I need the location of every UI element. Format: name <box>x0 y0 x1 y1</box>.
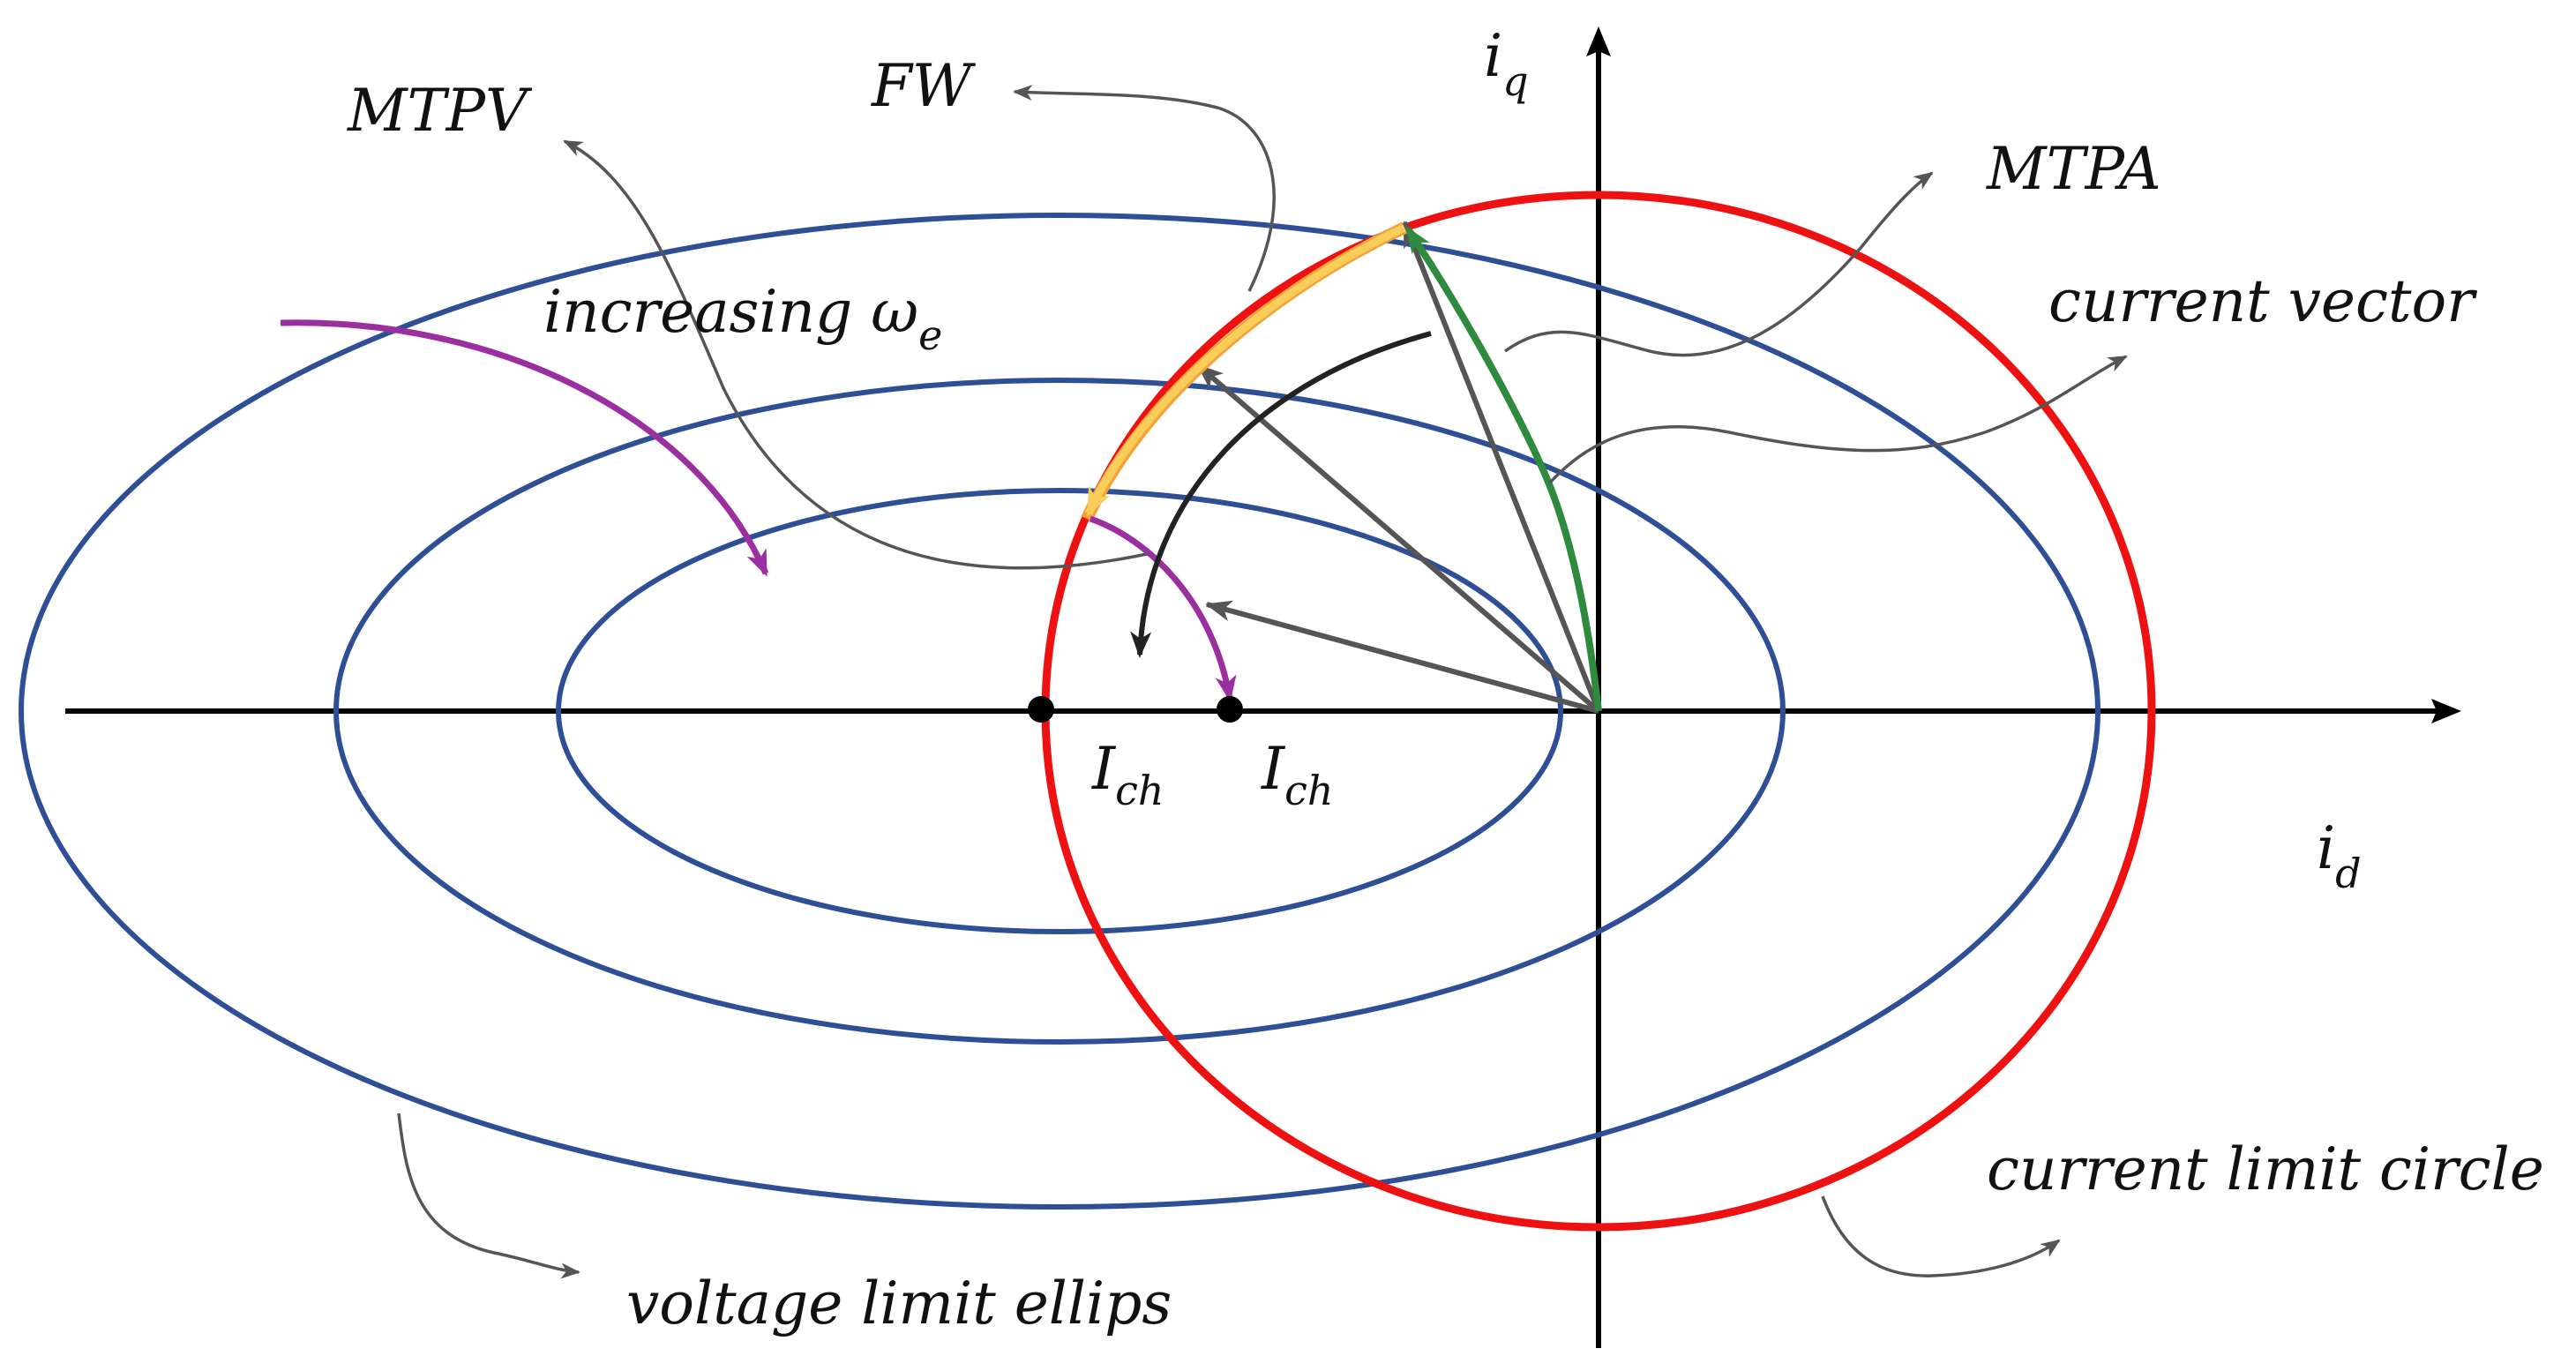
mtpa-leader <box>1503 171 1934 357</box>
mtpv-trajectory <box>1089 515 1237 702</box>
iq-axis-label: iq <box>1484 22 1529 105</box>
mtpv-label: MTPV <box>347 77 533 145</box>
increasing-speed-arrow <box>280 319 769 577</box>
rotation-arrow <box>1130 331 1432 658</box>
current-vector-leader <box>1547 355 2128 485</box>
voltage-limit-ellipse-middle <box>333 378 1786 1045</box>
current-vector-3 <box>1205 600 1599 714</box>
ich-point-2 <box>1217 696 1243 723</box>
current-limit-leader <box>1821 1195 2061 1277</box>
current-vector-1 <box>1402 221 1601 713</box>
voltage-limit-ellipse-outer <box>19 213 2100 1210</box>
increasing-speed-label: increasing ωe <box>543 278 942 359</box>
fw-label: FW <box>871 52 977 120</box>
current-limit-label: current limit circle <box>1987 1135 2544 1203</box>
voltage-limit-ellipse-inner <box>556 488 1563 934</box>
mtpv-leader <box>563 139 1148 570</box>
mtpa-label: MTPA <box>1986 135 2161 203</box>
current-vector-2 <box>1196 363 1600 714</box>
id-axis-arrowhead <box>2431 699 2461 723</box>
ich-label-1: Ich <box>1091 735 1164 814</box>
ich-label-2: Ich <box>1261 735 1333 814</box>
fw-trajectory-highlight <box>1084 223 1406 517</box>
fw-trajectory <box>1081 221 1407 521</box>
voltage-limit-label: voltage limit ellips <box>626 1270 1172 1337</box>
voltage-limit-leader <box>397 1113 580 1279</box>
id-axis-label: id <box>2317 814 2362 897</box>
current-vector-label: current vector <box>2048 267 2477 335</box>
mtpa-trajectory <box>1404 226 1602 712</box>
iq-axis-arrowhead <box>1586 26 1611 56</box>
fw-leader <box>1013 85 1276 292</box>
ich-point-1 <box>1028 696 1054 723</box>
